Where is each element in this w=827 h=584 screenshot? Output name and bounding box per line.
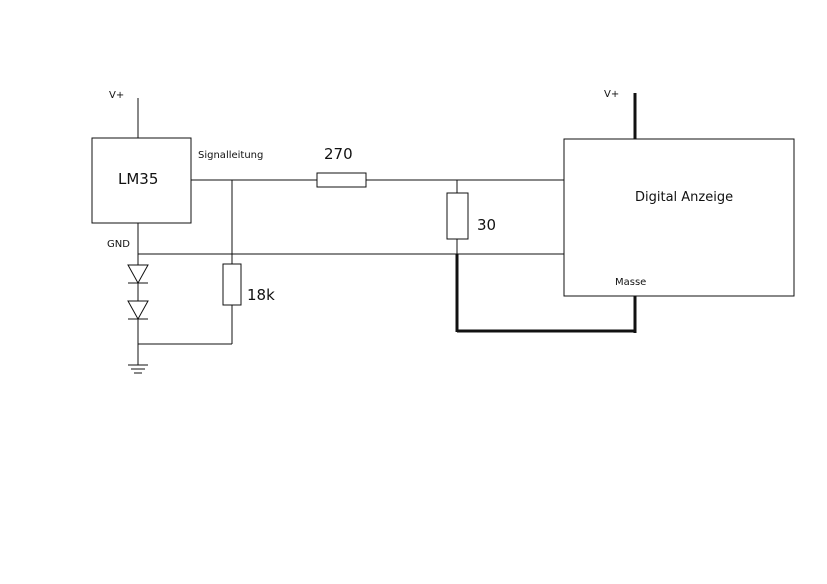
diode-1 [127,264,149,285]
resistor-30 [446,192,469,240]
diode-2 [127,300,149,321]
lm35-label: LM35 [118,170,158,188]
resistor-18k-label: 18k [247,286,275,304]
gnd-label: GND [107,239,130,250]
vplus-left-label: V+ [109,90,124,101]
signal-label: Signalleitung [198,150,263,161]
vplus-right-label: V+ [604,89,619,100]
display-box [563,138,795,297]
resistor-270-label: 270 [324,145,353,163]
resistor-18k [222,263,242,306]
display-label: Digital Anzeige [635,190,733,205]
resistor-270 [316,172,367,188]
masse-label: Masse [615,277,646,288]
resistor-30-label: 30 [477,216,496,234]
